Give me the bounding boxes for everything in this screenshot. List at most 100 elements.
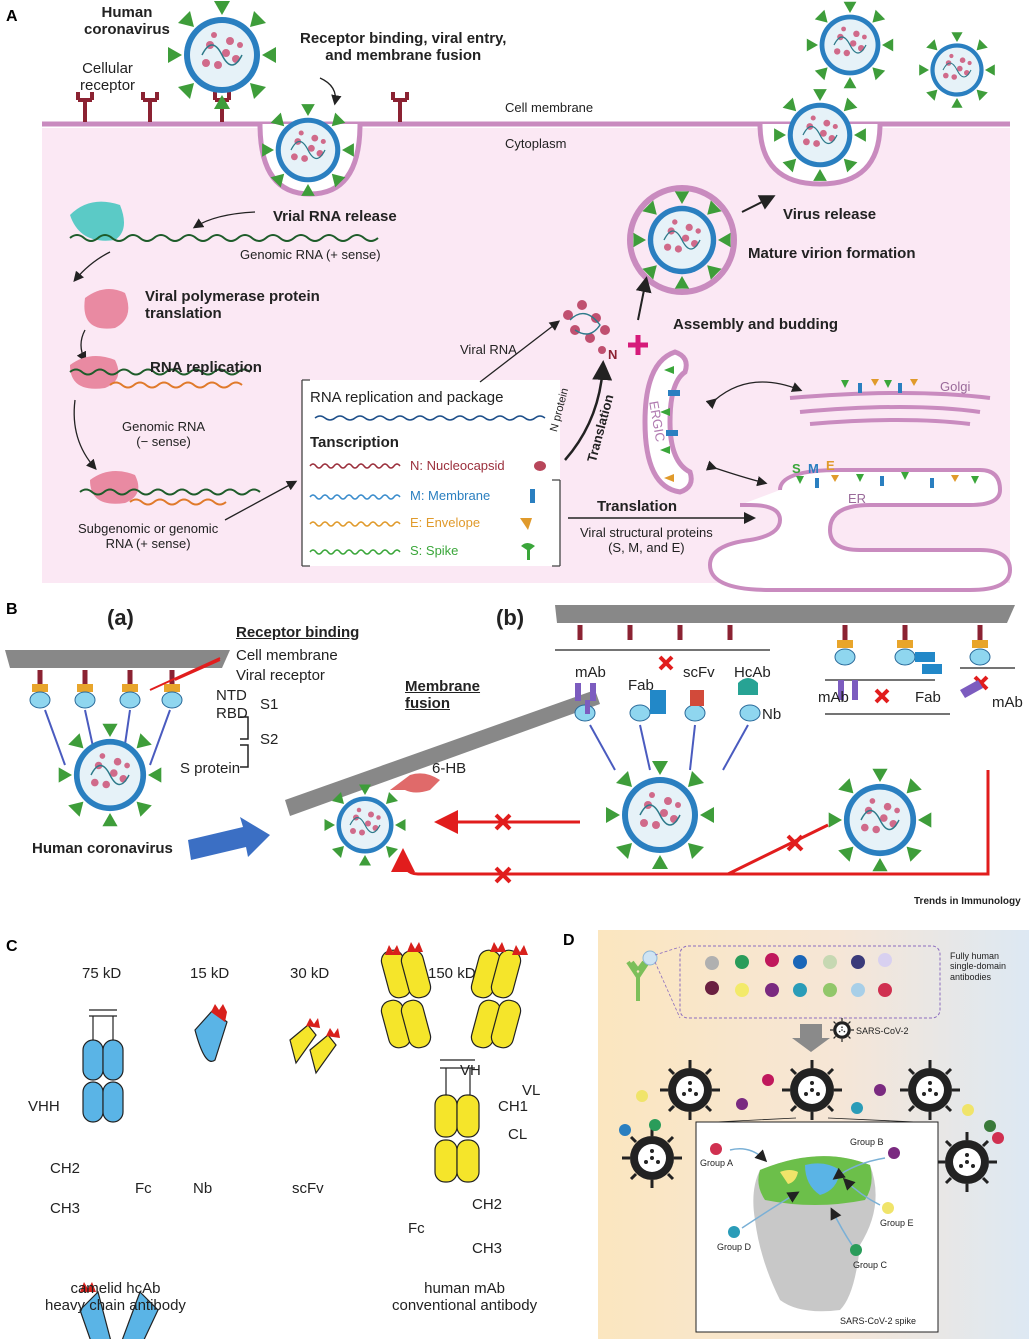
virion-icon [806, 1, 894, 89]
virion-icon [773, 88, 867, 182]
scfv-label: scFv [683, 664, 715, 681]
s-spike-label: S: Spike [410, 543, 459, 558]
cell-membrane-label: Cell membrane [505, 100, 594, 115]
kd15-label: 15 kD [190, 965, 230, 982]
human-mab [380, 949, 522, 1183]
cell-membrane-grey [5, 605, 1015, 816]
fusion-arrow [188, 817, 270, 860]
group-b-label: Group B [850, 1137, 884, 1147]
ch1-label: CH1 [498, 1098, 529, 1115]
er-shape [707, 468, 1013, 592]
ergic-shape [642, 349, 694, 495]
human-coronavirus-b-label: Human coronavirus [32, 840, 173, 857]
virus-icon [935, 1130, 999, 1194]
trends-label: Trends in Immunology [914, 896, 1021, 907]
scfv-c-label: scFv [292, 1180, 324, 1197]
panel-c-letter: C [6, 938, 18, 955]
assembly-label: Assembly and budding [673, 316, 839, 333]
kd75-label: 75 kD [82, 965, 122, 982]
virus-icon [620, 1126, 684, 1190]
viral-rna-label: Viral RNA [460, 342, 517, 357]
virus-icon [898, 1058, 962, 1122]
virus-release-label: Virus release [783, 206, 877, 223]
ntd-label: NTD [216, 687, 247, 704]
panel-b-letter: B [6, 601, 18, 618]
cytoplasm-label: Cytoplasm [505, 136, 567, 151]
s-letter: S [792, 461, 801, 476]
ch2b-label: CH2 [472, 1196, 503, 1213]
m-letter: M [808, 461, 819, 476]
genomic-rna-plus-label: Genomic RNA (+ sense) [240, 247, 381, 262]
vh-label: VH [460, 1062, 481, 1079]
virion-icon [827, 767, 933, 873]
cl-label: CL [508, 1126, 528, 1143]
fcb-label: Fc [408, 1220, 425, 1237]
virion-icon [918, 31, 996, 109]
e-letter: E [826, 458, 835, 473]
vl-label: VL [522, 1082, 541, 1099]
virion-icon [632, 190, 732, 290]
m-membrane-label: M: Membrane [410, 488, 491, 503]
receptor-binding-label: Receptor binding, viral entry,and membra… [300, 30, 507, 65]
s1-label: S1 [260, 696, 279, 713]
kd150-label: 150 kD [428, 965, 476, 982]
panel-d-letter: D [563, 932, 575, 949]
ergic-proteins [660, 366, 680, 482]
e-envelope-label: E: Envelope [410, 515, 481, 530]
nb-label: Nb [762, 706, 782, 723]
virus-icon [658, 1058, 722, 1122]
golgi-shape [789, 391, 991, 426]
tanscription-label: Tanscription [310, 434, 399, 451]
spike-label: SARS-CoV-2 spike [840, 1316, 917, 1326]
golgi-proteins [841, 379, 918, 393]
vrial-rna-release-label: Vrial RNA release [273, 208, 397, 225]
ch3-label: CH3 [50, 1200, 81, 1217]
mab-shapes [575, 680, 858, 714]
receptor-binding-b-label: Receptor binding [236, 624, 360, 641]
mature-virion-label: Mature virion formation [748, 245, 916, 262]
scfv-shape [289, 1018, 340, 1075]
nb-c-label: Nb [193, 1180, 213, 1197]
panel-b-a-label: (a) [107, 605, 134, 630]
virion-icon [605, 760, 715, 870]
nanobody-shape [194, 1004, 228, 1062]
virion-icon [261, 103, 355, 197]
mab2-label: mAb [818, 689, 849, 706]
cellular-receptors [76, 92, 409, 122]
cell-membrane-b-label: Cell membrane [236, 647, 338, 664]
viral-structural-label: Viral structural proteins(S, M, and E) [580, 525, 713, 555]
virion-icon [167, 0, 277, 110]
s2-label: S2 [260, 731, 279, 748]
n-label: N [608, 347, 618, 362]
rbd-label: RBD [216, 705, 248, 722]
golgi-label: Golgi [940, 379, 971, 394]
group-c-label: Group C [853, 1260, 888, 1270]
panel-a-letter: A [6, 8, 18, 25]
virion-icon [323, 783, 407, 867]
fab2-label: Fab [915, 689, 941, 706]
mab3-label: mAb [992, 694, 1023, 711]
box-title-label: RNA replication and package [310, 389, 504, 406]
vhh-label: VHH [28, 1098, 60, 1115]
virus-icon [780, 1058, 844, 1122]
ch3b-label: CH3 [472, 1240, 503, 1257]
group-d-label: Group D [717, 1242, 752, 1252]
hcab-label: HcAb [734, 664, 771, 681]
n-nucleocapsid-label: N: Nucleocapsid [410, 458, 505, 473]
ch2-label: CH2 [50, 1160, 81, 1177]
genomic-rna-minus-label: Genomic RNA(− sense) [122, 419, 206, 449]
kd30-label: 30 kD [290, 965, 330, 982]
six-hb-label: 6-HB [432, 760, 467, 777]
camelid-hcab [79, 1009, 159, 1339]
group-a-label: Group A [700, 1158, 734, 1168]
er-label: ER [848, 491, 867, 506]
fc-label: Fc [135, 1180, 152, 1197]
antibody-balls [705, 953, 892, 997]
